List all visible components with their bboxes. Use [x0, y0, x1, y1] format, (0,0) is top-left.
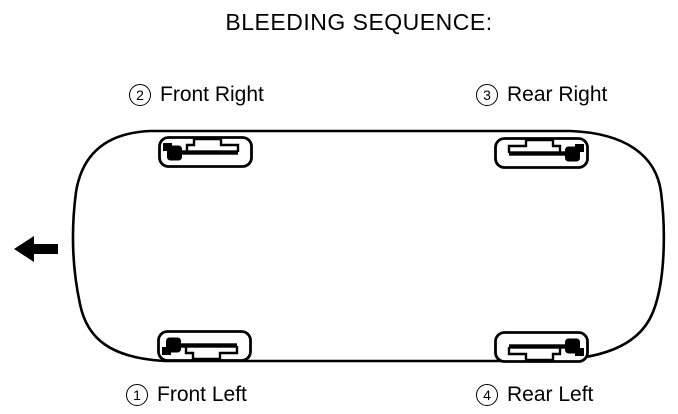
diagram-title: BLEEDING SEQUENCE: — [225, 9, 493, 35]
brake-caliper-icon-front-left — [157, 330, 252, 362]
sequence-number-badge: 4 — [476, 384, 498, 406]
label-front-left: 1 Front Left — [126, 383, 247, 407]
label-text: Rear Right — [507, 83, 608, 106]
sequence-number-badge: 3 — [476, 84, 498, 106]
label-text: Front Right — [160, 83, 264, 106]
brake-caliper-icon-front-right — [158, 136, 253, 168]
brake-caliper-icon-rear-right — [494, 137, 589, 169]
label-front-right: 2 Front Right — [129, 83, 264, 107]
sequence-number-badge: 2 — [129, 84, 151, 106]
sequence-number-badge: 1 — [126, 384, 148, 406]
brake-caliper-icon-rear-left — [494, 331, 589, 363]
label-rear-right: 3 Rear Right — [476, 83, 607, 107]
front-direction-arrow-icon — [14, 236, 58, 262]
label-text: Front Left — [157, 383, 247, 406]
label-rear-left: 4 Rear Left — [476, 383, 593, 407]
label-text: Rear Left — [507, 383, 594, 406]
